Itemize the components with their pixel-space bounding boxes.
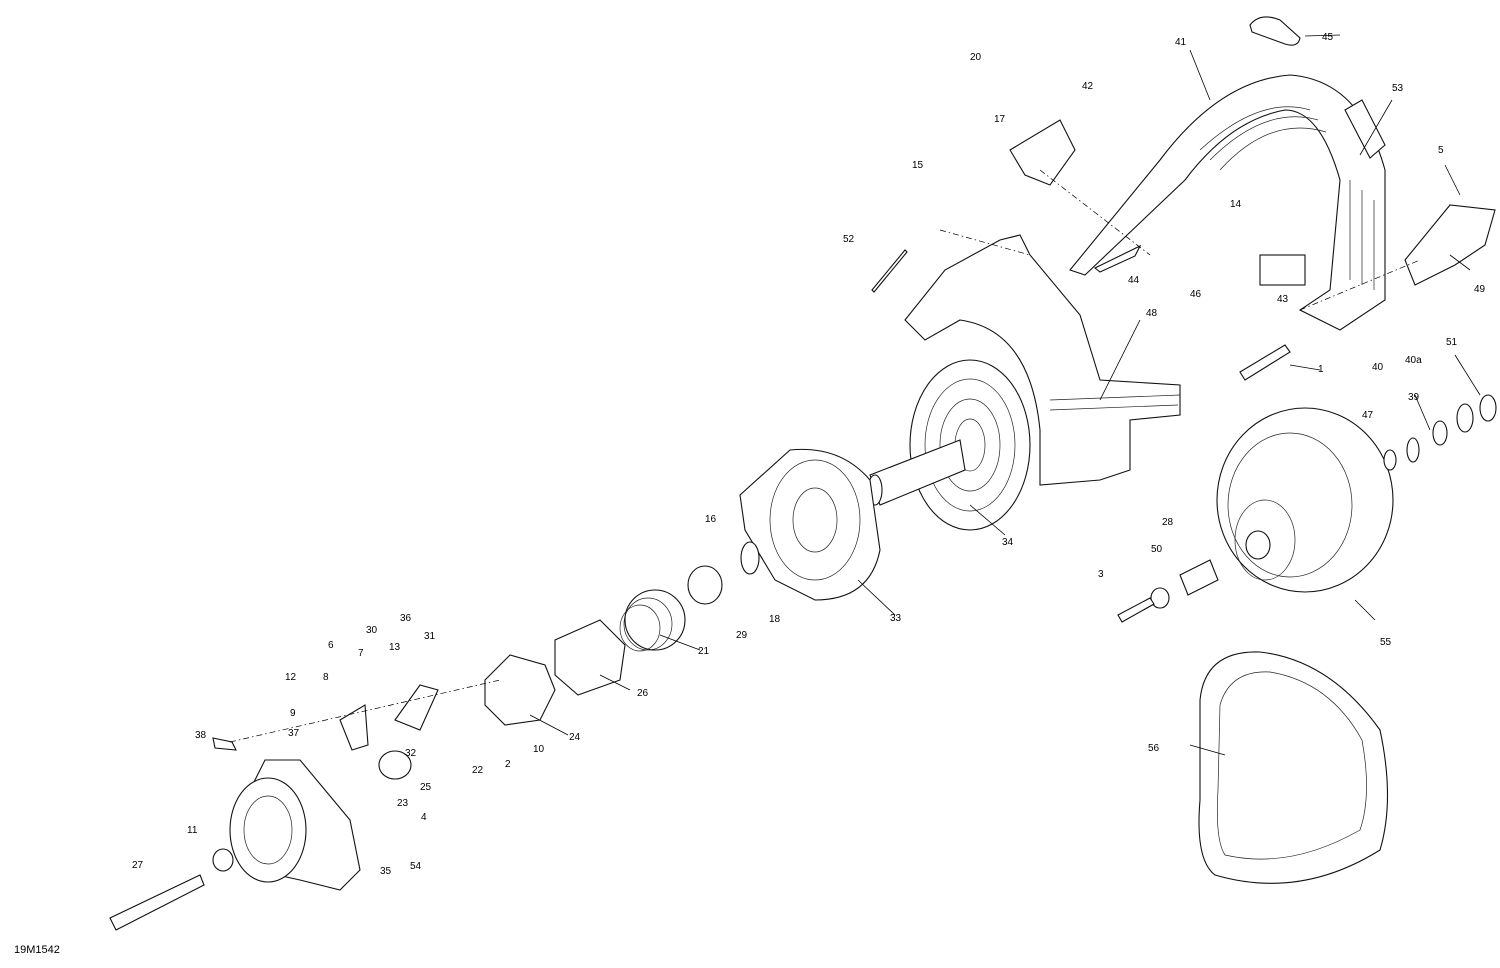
callout-label: 29 [736, 630, 748, 641]
part-clip-1 [1239, 344, 1291, 381]
callout-label: 47 [1362, 410, 1374, 421]
part-drive-belt [1198, 651, 1389, 884]
part-driven-pulley [1216, 407, 1394, 593]
callout-label: 39 [1408, 392, 1420, 403]
callout-label: 7 [358, 648, 364, 659]
callout-label: 40a [1405, 355, 1422, 366]
callout-label: 48 [1146, 308, 1158, 319]
callout-label: 22 [472, 765, 484, 776]
part-movable-sheave [739, 448, 881, 601]
callout-label: 37 [288, 728, 300, 739]
part-bracket-50 [1404, 204, 1496, 286]
part-pad [1344, 99, 1386, 159]
part-plate-53 [871, 249, 908, 293]
callout-label: 52 [843, 234, 855, 245]
callout-label: 20 [970, 52, 982, 63]
callout-label: 26 [637, 688, 649, 699]
callout-label: 35 [380, 866, 392, 877]
part-bracket-43 [1009, 119, 1076, 186]
part-inner-housing [904, 234, 1181, 486]
callout-label: 10 [533, 744, 545, 755]
callout-label: 27 [132, 860, 144, 871]
callout-label: 4 [421, 812, 427, 823]
part-governor-cup [229, 759, 361, 891]
callout-label: 3 [1098, 569, 1104, 580]
callout-label: 32 [405, 748, 417, 759]
part-ring-16 [740, 541, 760, 575]
callout-label: 16 [705, 514, 717, 525]
callout-label: 9 [290, 708, 296, 719]
callout-label: 55 [1380, 637, 1392, 648]
part-fixed-sheave [867, 359, 1031, 531]
callout-label: 14 [1230, 199, 1242, 210]
callout-label: 40 [1372, 362, 1384, 373]
callout-label: 56 [1148, 743, 1160, 754]
callout-label: 23 [397, 798, 409, 809]
callout-label: 51 [1446, 337, 1458, 348]
callout-label: 28 [1162, 517, 1174, 528]
callout-label: 31 [424, 631, 436, 642]
callout-labels: 1 2 3 4 5 6 7 8 9 10 11 12 13 14 15 16 1… [132, 32, 1486, 877]
callout-label: 33 [890, 613, 902, 624]
callout-label: 8 [323, 672, 329, 683]
part-guard-cover [1069, 74, 1386, 331]
callout-label: 46 [1190, 289, 1202, 300]
callout-label: 34 [1002, 537, 1014, 548]
callout-label: 53 [1392, 83, 1404, 94]
callout-label: 15 [912, 160, 924, 171]
callout-label: 24 [569, 732, 581, 743]
callout-label: 50 [1151, 544, 1163, 555]
part-bushing [1179, 559, 1219, 596]
callout-label: 6 [328, 640, 334, 651]
callout-label: 25 [420, 782, 432, 793]
callout-label: 17 [994, 114, 1006, 125]
part-wedge-45 [1093, 244, 1142, 273]
callout-label: 12 [285, 672, 297, 683]
part-bolt-39 [212, 737, 237, 751]
callout-label: 42 [1082, 81, 1094, 92]
callout-label: 21 [698, 646, 710, 657]
part-bolt-27 [109, 874, 205, 931]
callout-label: 2 [505, 759, 511, 770]
callout-label: 18 [769, 614, 781, 625]
callout-label: 49 [1474, 284, 1486, 295]
callout-label: 13 [389, 642, 401, 653]
callout-label: 38 [195, 730, 207, 741]
diagram-reference-code: 19M1542 [14, 944, 60, 956]
callout-label: 5 [1438, 145, 1444, 156]
part-cover-24 [484, 654, 556, 726]
callout-label: 30 [366, 625, 378, 636]
callout-label: 11 [187, 825, 198, 836]
part-washer-11 [212, 848, 234, 872]
part-roller-25 [378, 750, 412, 780]
callout-label: 43 [1277, 294, 1289, 305]
part-sleeve [554, 619, 626, 696]
callout-label: 41 [1175, 37, 1187, 48]
callout-label: 54 [410, 861, 422, 872]
part-spring [619, 589, 686, 652]
part-ring-set [1383, 394, 1497, 471]
leader-lines [529, 34, 1481, 756]
callout-label: 36 [400, 613, 412, 624]
callout-label: 45 [1322, 32, 1334, 43]
part-cap [1249, 16, 1301, 46]
part-washer [1150, 587, 1170, 609]
part-lever-31 [394, 684, 439, 731]
part-ring-29 [687, 565, 723, 605]
callout-label: 44 [1128, 275, 1140, 286]
part-bolt-3 [1117, 597, 1155, 623]
part-lever-37 [339, 704, 369, 751]
callout-label: 1 [1318, 364, 1324, 375]
